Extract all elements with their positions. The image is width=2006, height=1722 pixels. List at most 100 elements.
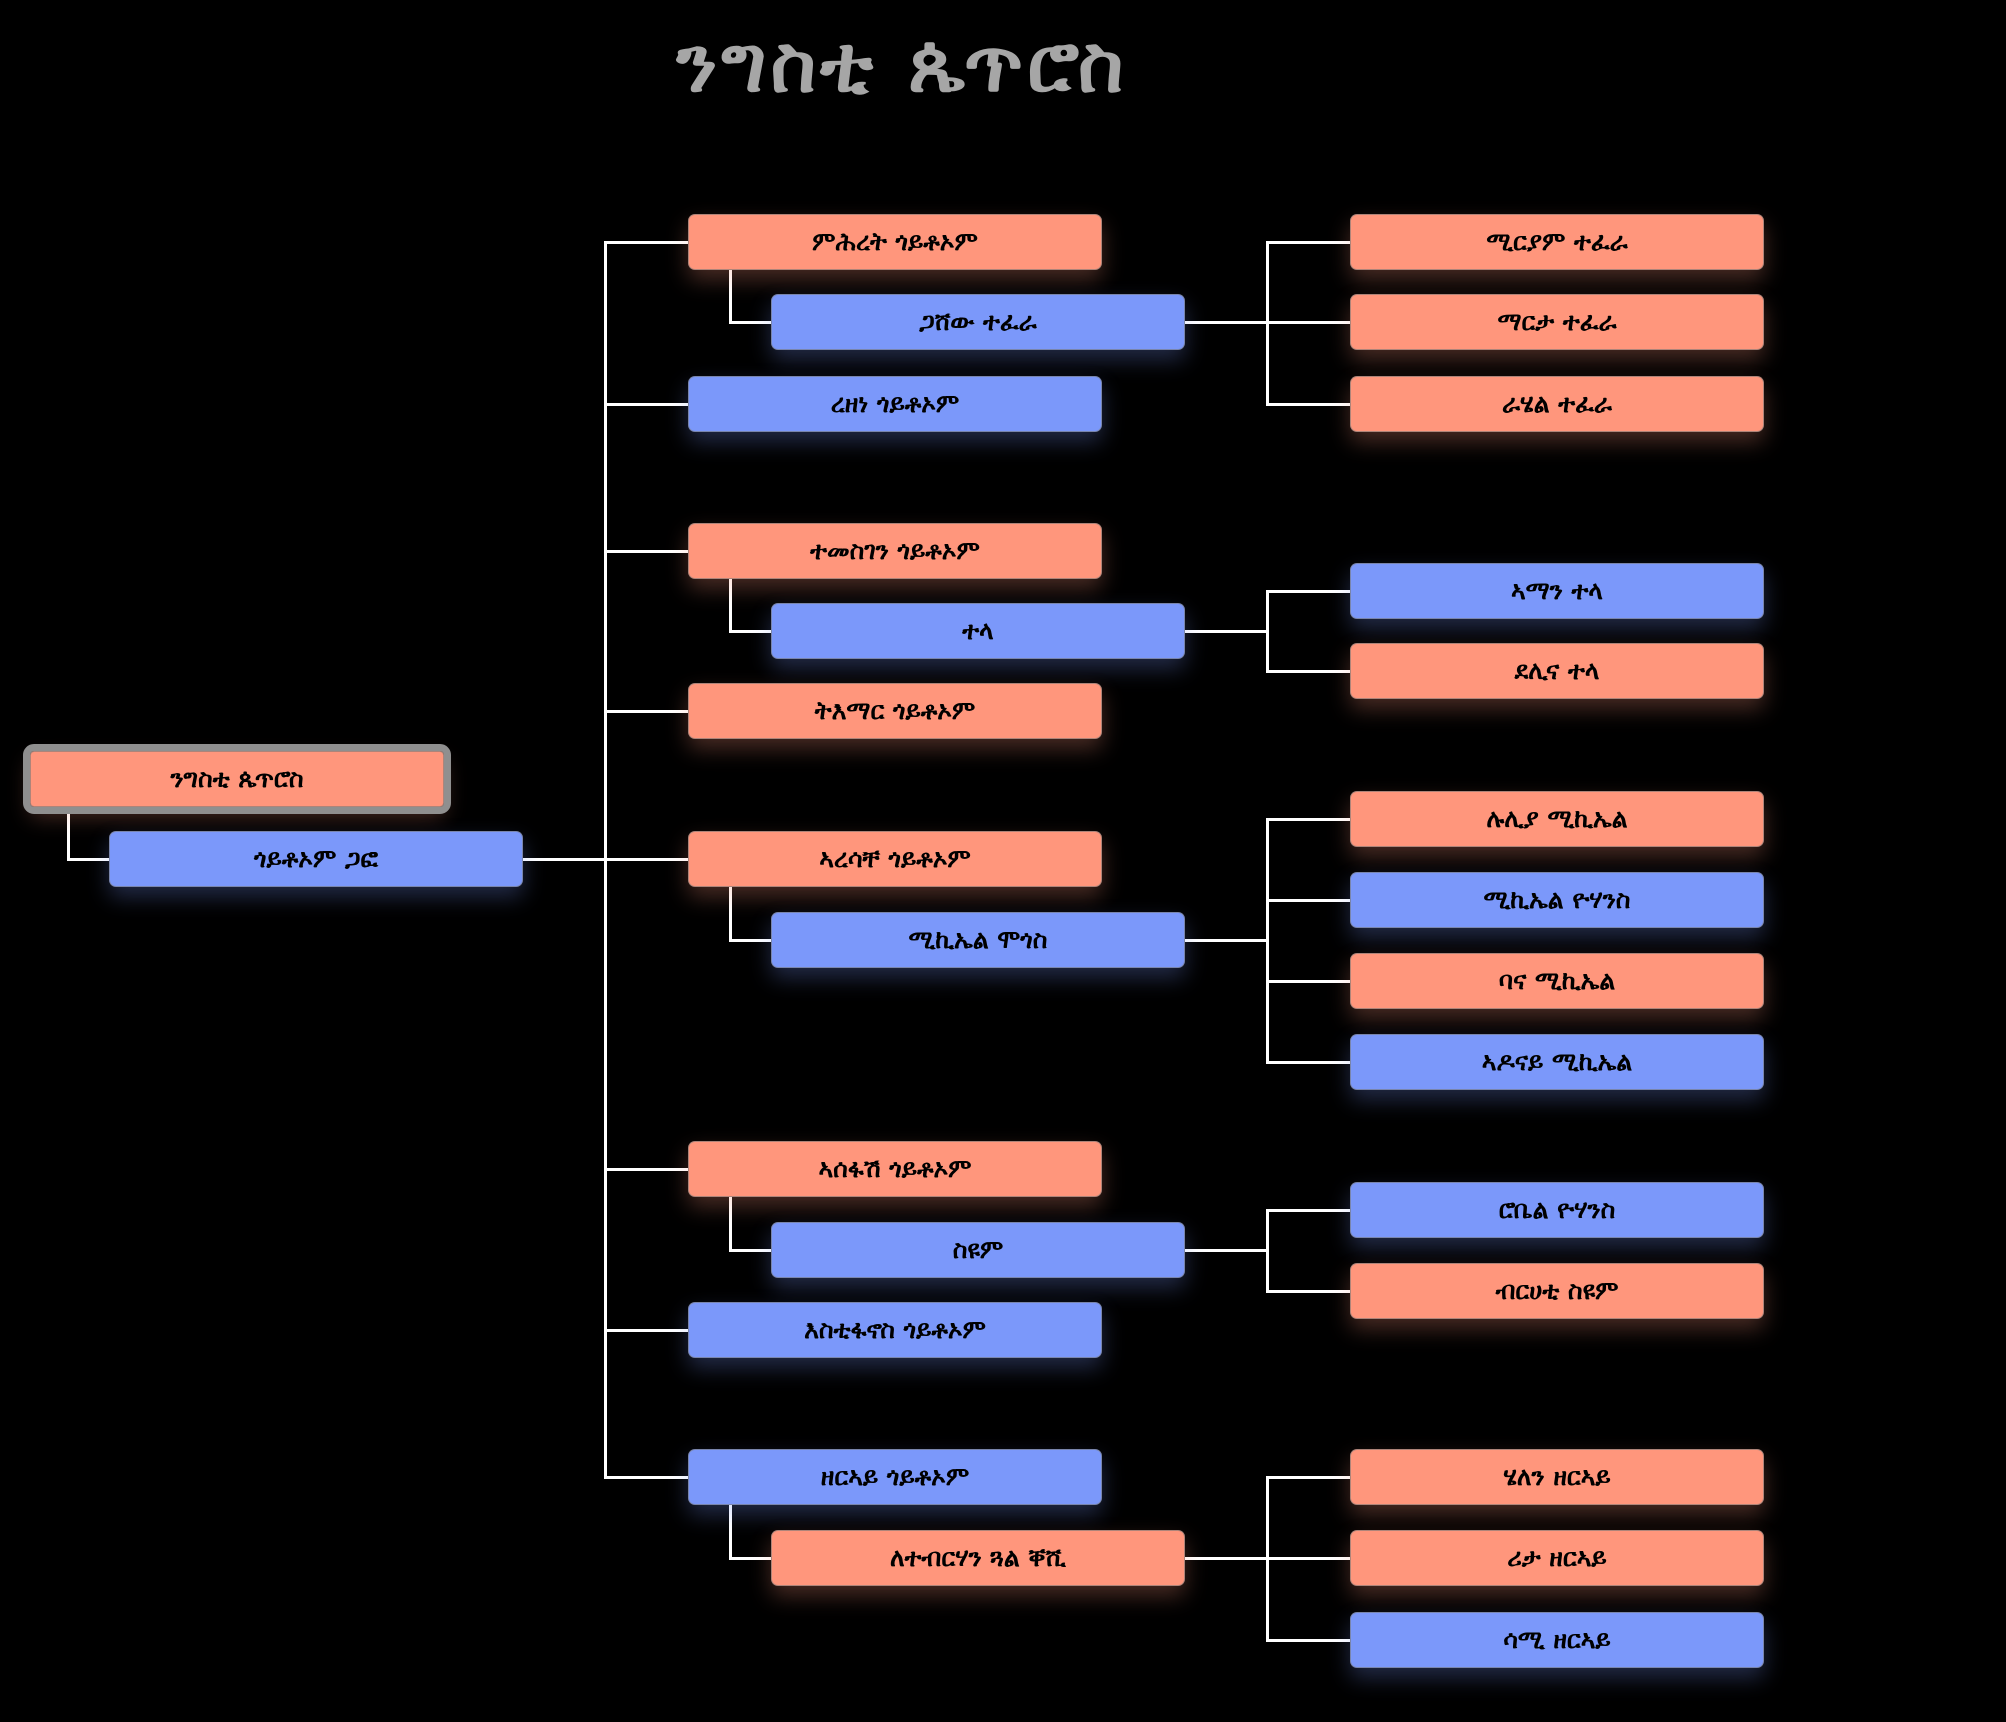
connector-line [67,858,111,861]
connector-line [729,630,773,633]
connector-line [1266,1290,1352,1293]
grandchild-node[interactable]: ሄለን ዘርኣይ [1350,1449,1764,1505]
root-person-node[interactable]: ንግስቲ ጴጥሮስ [23,744,451,814]
grandchild-node[interactable]: ሪታ ዘርኣይ [1350,1530,1764,1586]
connector-line [1184,1249,1269,1252]
grandchild-node[interactable]: ኣዶናይ ሚኪኤል [1350,1034,1764,1090]
grandchild-node-label: ብርሀቲ ስዩም [1495,1276,1619,1305]
connector-line [604,710,690,713]
connector-line [1266,321,1352,324]
grandchild-node-label: ሚርያም ተፈራ [1486,227,1628,256]
connector-line [1266,403,1352,406]
grandchild-node-label: ሳሚ ዘርኣይ [1503,1625,1611,1654]
connector-line [1266,1209,1352,1212]
child-spouse-node[interactable]: ተላ [771,603,1185,659]
child-node-label: ኣሰፋሽ ጎይቶኦም [818,1154,972,1183]
grandchild-node-label: ሚኪኤል ዮሃንስ [1483,885,1631,914]
child-node-label: ምሕረት ጎይቶኦም [812,227,978,256]
child-spouse-node[interactable]: ሚኪኤል ሞጎስ [771,912,1185,968]
connector-line [1266,1557,1352,1560]
child-node[interactable]: ምሕረት ጎይቶኦም [688,214,1102,270]
grandchild-node[interactable]: ኣማን ተላ [1350,563,1764,619]
connector-line [729,1196,732,1252]
connector-line [1184,321,1269,324]
connector-line [1184,939,1269,942]
root-person-node-label: ንግስቲ ጴጥሮስ [170,764,304,793]
child-node-label: ዘርኣይ ጎይቶኦም [820,1462,970,1491]
grandchild-node[interactable]: ሚኪኤል ዮሃንስ [1350,872,1764,928]
connector-line [1266,818,1269,1064]
grandchild-node[interactable]: ባና ሚኪኤል [1350,953,1764,1009]
connector-line [729,1557,773,1560]
connector-line [1266,1209,1269,1293]
connector-line [1266,899,1352,902]
connector-line [729,321,773,324]
grandchild-node[interactable]: ሮቤል ዮሃንስ [1350,1182,1764,1238]
child-node[interactable]: ኣሰፋሽ ጎይቶኦም [688,1141,1102,1197]
grandchild-node-label: ሉሊያ ሚኪኤል [1486,804,1628,833]
child-spouse-node[interactable]: ስዩም [771,1222,1185,1278]
grandchild-node[interactable]: ሚርያም ተፈራ [1350,214,1764,270]
grandchild-node[interactable]: ብርሀቲ ስዩም [1350,1263,1764,1319]
child-node[interactable]: ትእማር ጎይቶኦም [688,683,1102,739]
child-node[interactable]: ረዘነ ጎይቶኦም [688,376,1102,432]
child-spouse-node-label: ለተብርሃን ጓል ቐሺ [890,1543,1066,1572]
connector-line [604,550,690,553]
child-node-label: እስቲፋኖስ ጎይቶኦም [804,1315,986,1344]
child-node[interactable]: ተመስገን ጎይቶኦም [688,523,1102,579]
grandchild-node-label: ሮቤል ዮሃንስ [1498,1195,1616,1224]
page-title: ንግስቲ ጴጥሮስ [676,20,1128,110]
child-node[interactable]: ዘርኣይ ጎይቶኦም [688,1449,1102,1505]
child-spouse-node-label: ሚኪኤል ሞጎስ [908,925,1048,954]
child-spouse-node[interactable]: ጋሸው ተፈራ [771,294,1185,350]
connector-line [521,858,607,861]
child-spouse-node-label: ጋሸው ተፈራ [919,307,1037,336]
connector-line [729,1504,732,1560]
grandchild-node-label: ደሊና ተላ [1514,656,1600,685]
child-spouse-node-label: ተላ [962,616,994,645]
grandchild-node-label: ማርታ ተፈራ [1497,307,1617,336]
grandchild-node-label: ኣዶናይ ሚኪኤል [1481,1047,1633,1076]
connector-line [1266,1476,1352,1479]
child-node-label: ኣረሳቸ ጎይቶኦም [819,844,971,873]
child-spouse-node[interactable]: ለተብርሃን ጓል ቐሺ [771,1530,1185,1586]
child-node-label: ረዘነ ጎይቶኦም [830,389,960,418]
child-spouse-node-label: ስዩም [952,1235,1004,1264]
spouse-node[interactable]: ጎይቶኦም ጋፎ [109,831,523,887]
grandchild-node-label: ሪታ ዘርኣይ [1507,1543,1607,1572]
connector-line [604,403,690,406]
grandchild-node-label: ባና ሚኪኤል [1498,966,1616,995]
child-node-label: ትእማር ጎይቶኦም [814,696,976,725]
grandchild-node[interactable]: ማርታ ተፈራ [1350,294,1764,350]
connector-line [729,578,732,633]
connector-line [604,1168,690,1171]
connector-line [729,269,732,324]
connector-line [1266,670,1352,673]
connector-line [67,807,70,861]
grandchild-node[interactable]: ሳሚ ዘርኣይ [1350,1612,1764,1668]
connector-line [604,1329,690,1332]
connector-line [1266,241,1352,244]
connector-line [729,939,773,942]
child-node-label: ተመስገን ጎይቶኦም [810,536,980,565]
connector-line [1266,980,1352,983]
connector-line [1184,630,1269,633]
child-node[interactable]: ኣረሳቸ ጎይቶኦም [688,831,1102,887]
connector-line [604,241,690,244]
child-node[interactable]: እስቲፋኖስ ጎይቶኦም [688,1302,1102,1358]
grandchild-node-label: ኣማን ተላ [1511,576,1603,605]
spouse-node-label: ጎይቶኦም ጋፎ [254,844,378,873]
grandchild-node[interactable]: ደሊና ተላ [1350,643,1764,699]
connector-line [1184,1557,1269,1560]
connector-line [1266,1639,1352,1642]
grandchild-node-label: ሄለን ዘርኣይ [1503,1462,1611,1491]
connector-line [729,886,732,942]
connector-line [729,1249,773,1252]
connector-line [1266,818,1352,821]
grandchild-node[interactable]: ራሄል ተፈራ [1350,376,1764,432]
grandchild-node[interactable]: ሉሊያ ሚኪኤል [1350,791,1764,847]
connector-line [1266,590,1269,673]
connector-line [604,1476,690,1479]
connector-line [604,858,690,861]
connector-line [1266,1061,1352,1064]
